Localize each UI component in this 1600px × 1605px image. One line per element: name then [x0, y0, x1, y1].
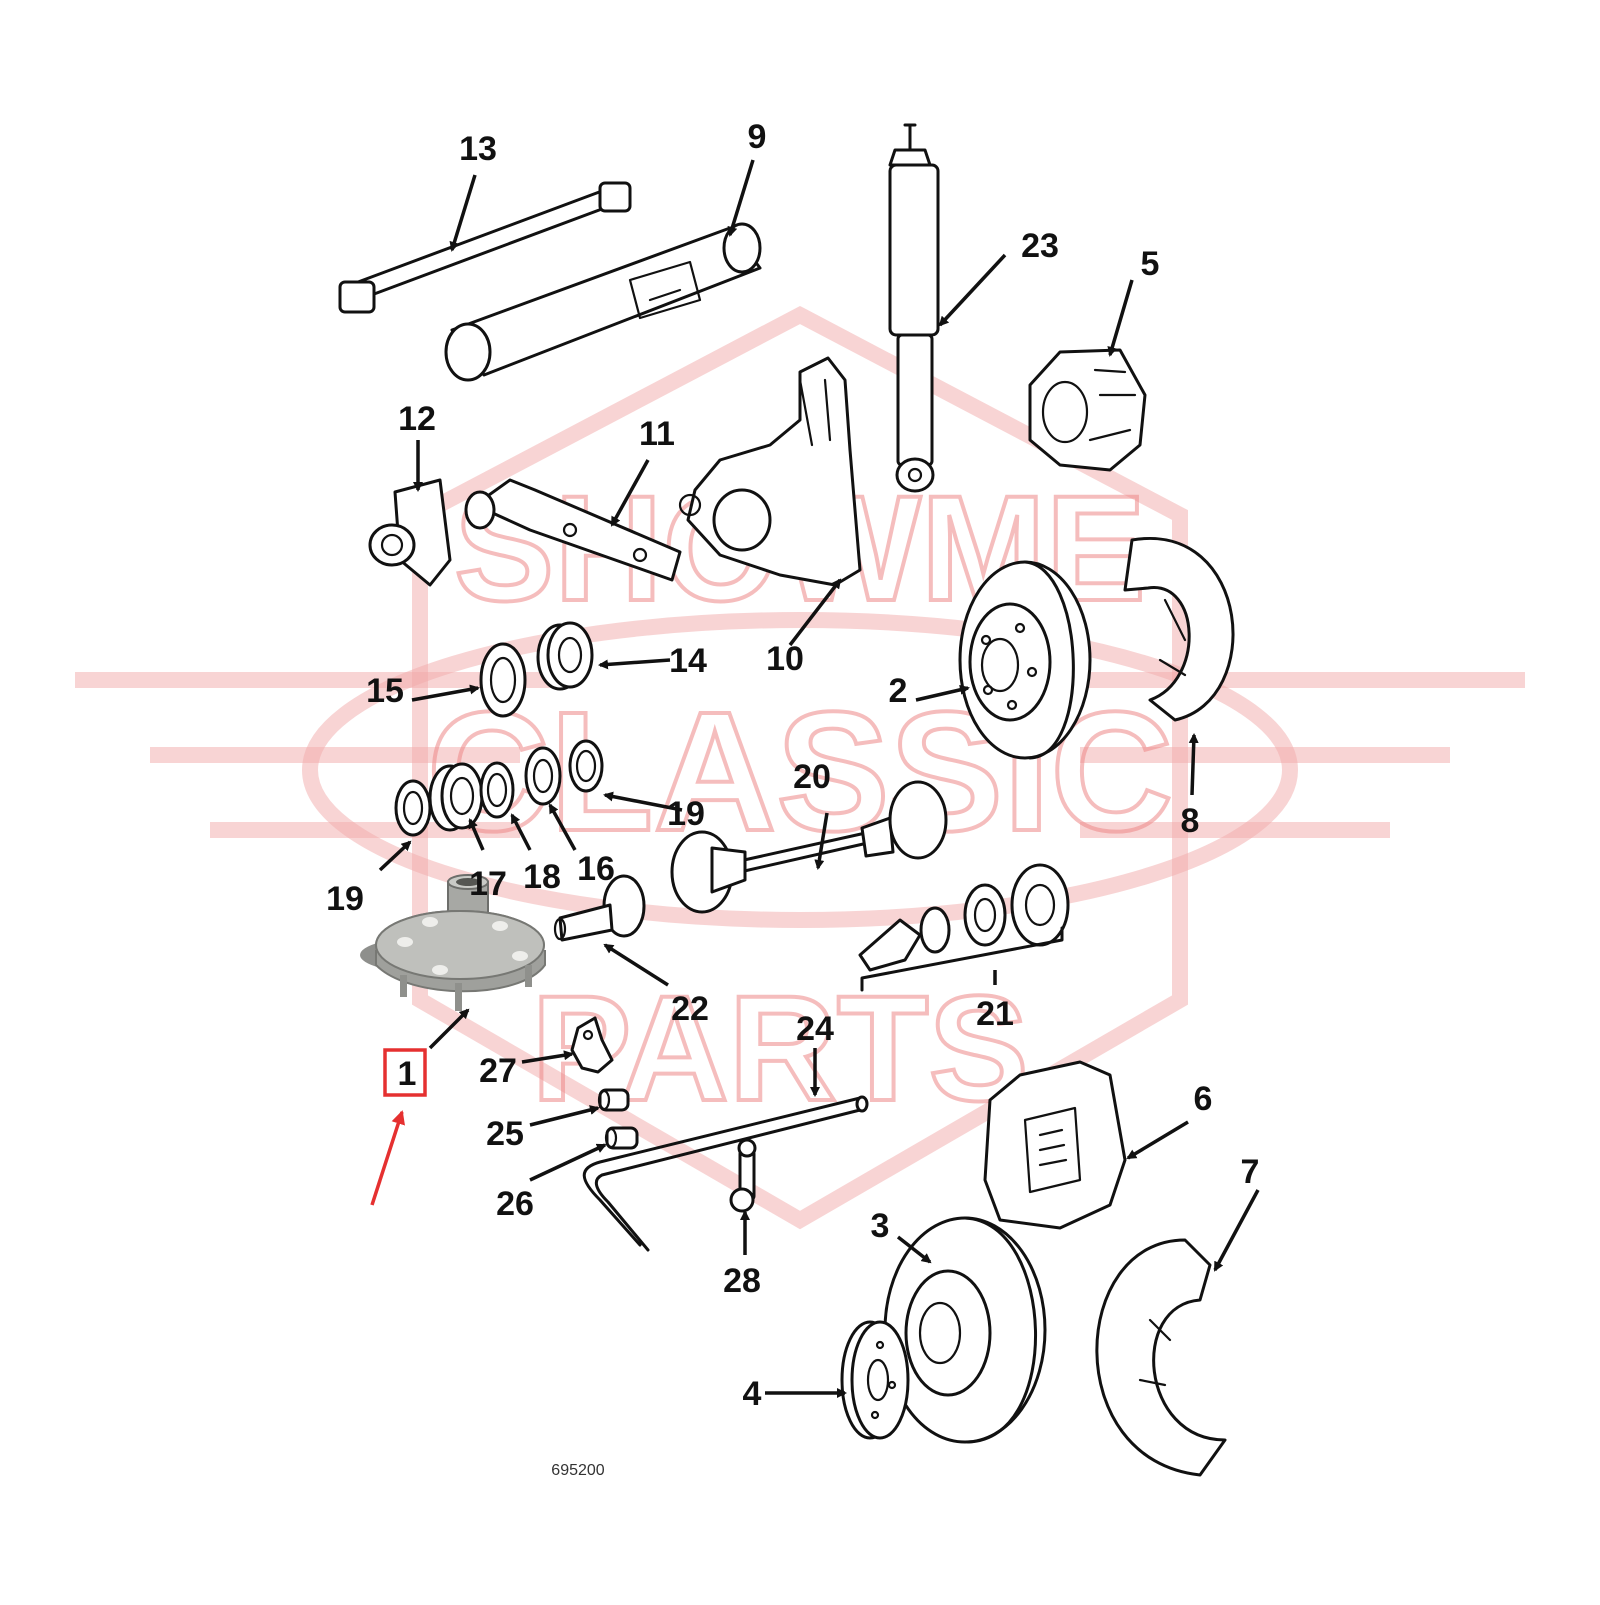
- callout-16: 16: [577, 850, 615, 888]
- highlight-indicator: [370, 1048, 427, 1206]
- callout-26: 26: [496, 1185, 534, 1223]
- torsion-bar-13-drawing: [338, 181, 632, 314]
- callout-23: 23: [1021, 227, 1059, 265]
- callout-10: 10: [766, 640, 804, 678]
- callout-1: 1: [398, 1055, 417, 1093]
- caliper-5-drawing: [1028, 348, 1147, 472]
- seal-19b-drawing: [568, 739, 604, 793]
- callout-6: 6: [1194, 1080, 1213, 1118]
- drawing-code: 695200: [551, 1462, 604, 1479]
- callout-28: 28: [723, 1262, 761, 1300]
- callout-20: 20: [793, 758, 831, 796]
- callout-4: 4: [743, 1375, 762, 1413]
- callout-15: 15: [366, 672, 404, 710]
- callout-18: 18: [523, 858, 561, 896]
- highlight-arrow: [370, 1110, 405, 1206]
- end-link-28-drawing: [729, 1138, 757, 1213]
- bushing-26-drawing: [604, 1126, 639, 1150]
- callout-3: 3: [871, 1207, 890, 1245]
- callout-19b: 19: [667, 795, 705, 833]
- callout-17: 17: [469, 865, 507, 903]
- callout-13: 13: [459, 130, 497, 168]
- seal-19a-drawing: [394, 779, 432, 837]
- callout-22: 22: [671, 990, 709, 1028]
- highlight-box: [383, 1048, 427, 1097]
- seal-15-drawing: [479, 642, 527, 718]
- callout-8: 8: [1181, 802, 1200, 840]
- callout-12: 12: [398, 400, 436, 438]
- torsion-tube-9-drawing: [444, 222, 762, 382]
- callout-2: 2: [889, 672, 908, 710]
- callout-labels: 13 9 23 5 12 11 10 2 8 15 14 19 20 19 17…: [326, 118, 1259, 1413]
- bearing-stack-drawing: [394, 739, 604, 837]
- callout-24: 24: [796, 1010, 834, 1048]
- rotor-2-drawing: [958, 560, 1092, 760]
- bearing-14-drawing: [536, 621, 594, 691]
- ring-18-drawing: [479, 761, 515, 819]
- mount-12-drawing: [368, 478, 452, 587]
- rotor-3-drawing: [883, 1216, 1047, 1444]
- hub-disc-4-drawing: [840, 1320, 910, 1440]
- cv-kit-21-drawing: [858, 863, 1070, 992]
- callout-21: 21: [976, 995, 1014, 1033]
- bushing-25-drawing: [597, 1088, 630, 1112]
- hub-1-drawing: [360, 874, 546, 1011]
- callout-9: 9: [748, 118, 767, 156]
- callout-14: 14: [669, 642, 707, 680]
- sway-bar-24-drawing: [582, 1095, 869, 1252]
- watermark-oval: [302, 612, 1298, 928]
- callout-5: 5: [1141, 245, 1160, 283]
- trailing-arm-10-drawing: [678, 356, 862, 587]
- callout-11: 11: [639, 415, 675, 453]
- caliper-6-drawing: [983, 1060, 1127, 1230]
- axle-20-drawing: [670, 780, 948, 914]
- leader-arrows: [378, 159, 1260, 1398]
- callout-25: 25: [486, 1115, 524, 1153]
- dust-shield-7-drawing: [1095, 1238, 1227, 1477]
- shock-23-drawing: [888, 123, 940, 493]
- callout-19a: 19: [326, 880, 364, 918]
- spring-plate-11-drawing: [464, 478, 682, 582]
- dust-shield-8-drawing: [1123, 536, 1235, 722]
- stub-axle-22-drawing: [553, 874, 646, 942]
- callout-7: 7: [1241, 1153, 1260, 1191]
- ring-16-drawing: [524, 746, 562, 806]
- callout-27: 27: [479, 1052, 517, 1090]
